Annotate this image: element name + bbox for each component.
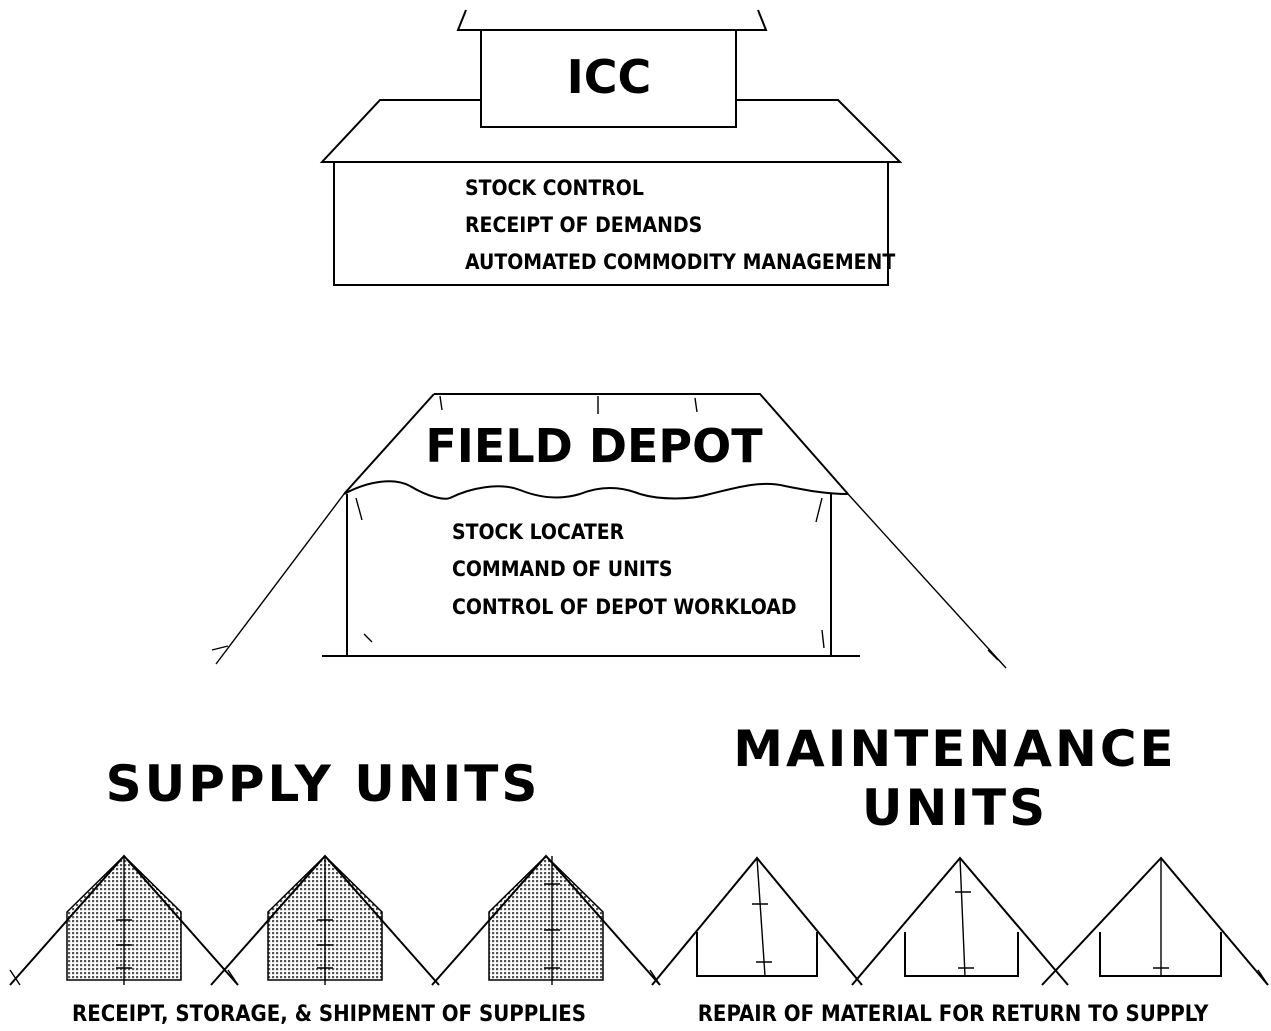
supply-tent [210,854,440,986]
maintenance-units-caption: REPAIR OF MATERIAL FOR RETURN TO SUPPLY [698,1002,1209,1026]
maintenance-units-title: MAINTENANCE [733,720,1176,778]
icc-function: RECEIPT OF DEMANDS [465,213,702,237]
field-depot-tent: FIELD DEPOT STOCK LOCATER COMMAND OF UNI… [211,393,1007,669]
icc-function: AUTOMATED COMMODITY MANAGEMENT [465,250,895,274]
maintenance-tent [851,856,1069,986]
field-depot-function: STOCK LOCATER [452,520,625,544]
supply-units-caption: RECEIPT, STORAGE, & SHIPMENT OF SUPPLIES [72,1002,586,1026]
icc-building: ICC STOCK CONTROL RECEIPT OF DEMANDS AUT… [319,9,903,286]
field-depot-function: COMMAND OF UNITS [452,557,672,581]
icc-function: STOCK CONTROL [465,176,644,200]
supply-tents [9,854,661,986]
supply-units-title: SUPPLY UNITS [106,755,541,813]
field-depot-function: CONTROL OF DEPOT WORKLOAD [452,595,797,619]
maintenance-tent [1041,856,1269,986]
field-depot-title: FIELD DEPOT [425,419,763,473]
icc-title: ICC [567,50,652,104]
maintenance-tents [651,856,1269,986]
maintenance-tent [651,856,863,986]
supply-tent [431,854,661,986]
supply-tent [9,854,239,986]
maintenance-units-title: UNITS [862,779,1048,837]
